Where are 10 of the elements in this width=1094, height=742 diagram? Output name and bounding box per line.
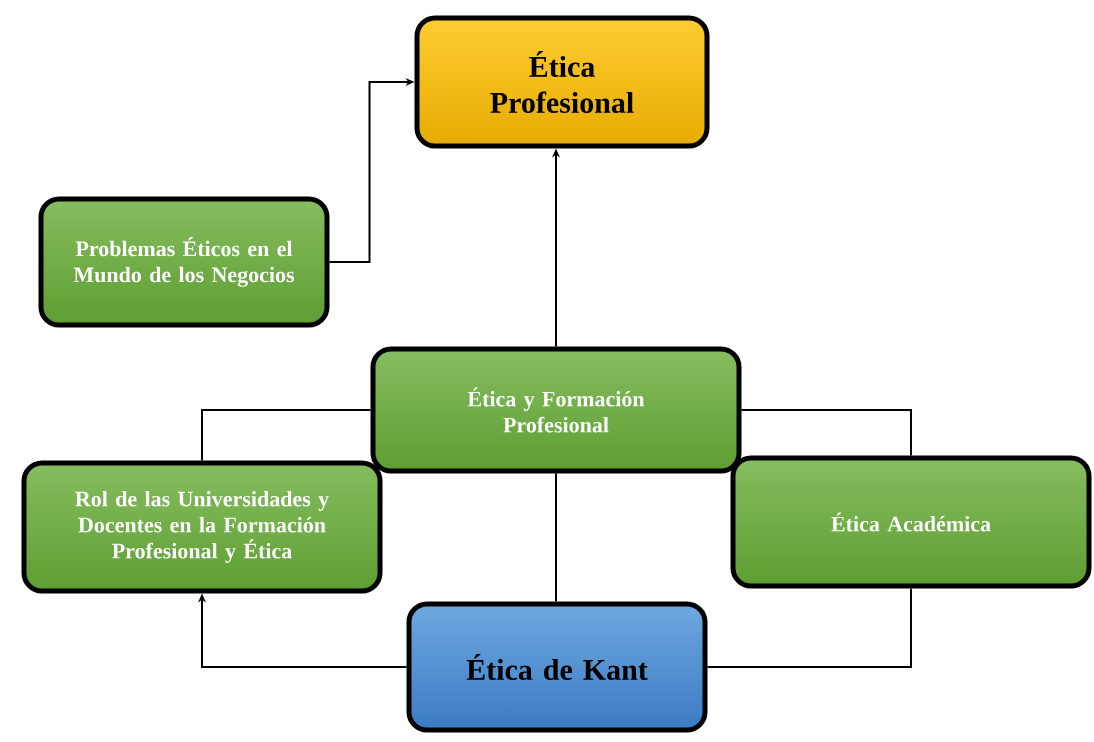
topic-box: Ética Académica [730, 455, 1092, 589]
topic-box: Ética y Formación Profesional [370, 346, 742, 474]
connector [201, 409, 372, 462]
connector [740, 409, 912, 457]
connector [706, 587, 912, 668]
topic-box: Rol de las Universidades y Docentes en la Formación Profesional y Ética [21, 460, 383, 594]
connector [555, 472, 557, 603]
topic-box: Problemas Éticos en el Mundo de los Negocios [38, 196, 330, 328]
title-box: Ética de Kant [406, 601, 708, 733]
title-box: Ética Profesional [414, 15, 710, 149]
